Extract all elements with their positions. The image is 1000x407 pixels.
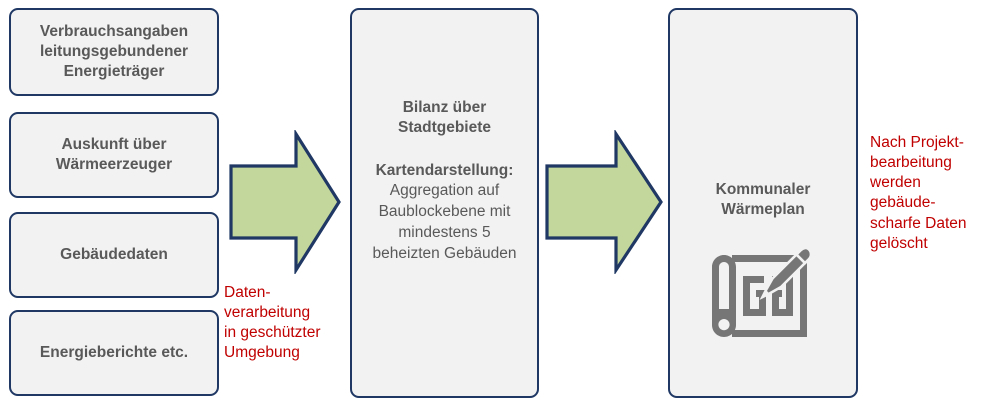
note-line: in geschützter: [224, 324, 321, 342]
source-line: Energieberichte etc.: [39, 344, 189, 362]
output-title: Kommunaler Wärmeplan: [716, 180, 811, 221]
blueprint-pencil-icon: [712, 246, 813, 337]
output-title-line: Kommunaler: [715, 181, 811, 198]
process-body: Aggregation auf Baublockebene mit mindes…: [360, 181, 529, 264]
process-box-content: Bilanz über Stadtgebiete Kartendarstellu…: [352, 98, 537, 264]
data-processing-note: Daten- verarbeitung in geschützter Umgeb…: [224, 283, 350, 364]
source-box-gebaeudedaten[interactable]: Gebäudedaten: [9, 212, 219, 298]
source-line: Auskunft über: [61, 136, 167, 154]
spacer: [360, 139, 529, 161]
process-title: Bilanz über Stadtgebiete: [360, 98, 529, 139]
note-line: Nach Projekt-: [870, 134, 964, 151]
arrow-sources-to-process: [229, 130, 341, 274]
process-body-line: beheizten Gebäuden: [372, 244, 517, 262]
source-line: Verbrauchsangaben: [39, 23, 189, 41]
source-box-verbrauchsangaben[interactable]: Verbrauchsangaben leitungsgebundener Ene…: [9, 8, 219, 96]
source-line: Gebäudedaten: [60, 246, 168, 264]
process-box-bilanz-stadtgebiete[interactable]: Bilanz über Stadtgebiete Kartendarstellu…: [350, 8, 539, 398]
note-line: gelöscht: [870, 234, 928, 252]
note-line: werden: [870, 174, 921, 192]
source-line: Wärmeerzeuger: [55, 156, 173, 173]
source-line: leitungsgebundener: [39, 43, 189, 61]
process-body-line: Baublockebene mit: [378, 203, 511, 221]
arrow-shape: [545, 130, 663, 274]
data-deletion-note: Nach Projekt- bearbeitung werden gebäude…: [870, 133, 1000, 254]
note-line: Umgebung: [224, 344, 300, 362]
process-body-line: Aggregation auf: [389, 182, 500, 200]
process-subsection-heading: Kartendarstellung:: [375, 161, 514, 179]
source-box-auskunft-waermeerzeuger[interactable]: Auskunft über Wärmeerzeuger: [9, 112, 219, 198]
source-box-energieberichte[interactable]: Energieberichte etc.: [9, 310, 219, 396]
source-line: Energieträger: [63, 62, 165, 80]
arrow-shape: [229, 130, 341, 274]
note-line: bearbeitung: [870, 154, 952, 172]
note-line: Daten-: [224, 284, 271, 301]
process-title-line: Stadtgebiete: [397, 119, 491, 137]
process-title-line: Bilanz über: [402, 99, 487, 116]
output-box-kommunaler-waermeplan[interactable]: Kommunaler Wärmeplan: [668, 8, 858, 398]
arrow-process-to-output: [545, 130, 663, 274]
process-body-line: mindestens 5: [398, 223, 491, 241]
note-line: scharfe Daten: [870, 214, 967, 232]
note-line: gebäude-: [870, 194, 936, 212]
note-line: verarbeitung: [224, 304, 311, 322]
output-title-line: Wärmeplan: [721, 201, 805, 219]
